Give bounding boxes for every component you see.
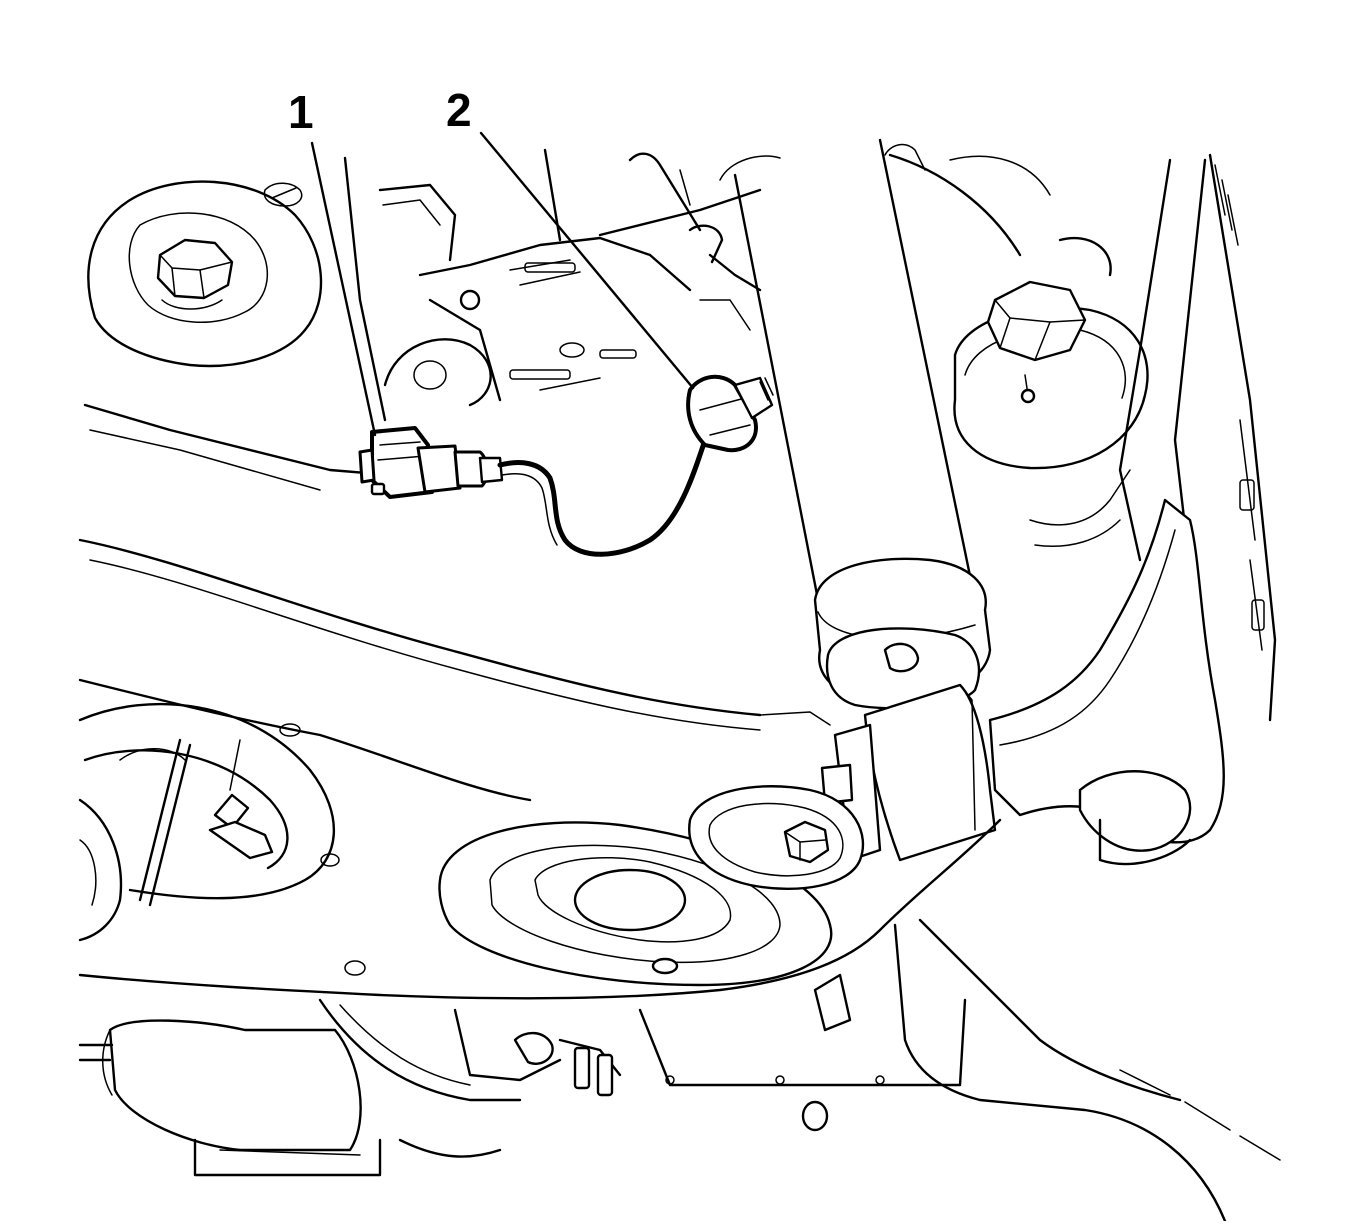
lower-right-frame [813,918,1281,1223]
right-bushing-assembly [888,153,1149,470]
upper-left-hex-bolt [156,238,234,310]
callout-2-label: 2 [446,84,472,136]
right-frame-rail [1118,153,1277,722]
lower-axle-assembly [78,998,967,1177]
background-frame-lines [78,148,781,731]
leader-line-2 [479,131,695,390]
lower-control-arm-right [988,469,1225,866]
sensor-connector [358,426,504,499]
callout-1-label: 1 [288,86,314,138]
main-subframe [78,678,1002,1000]
harness-retainer-clip [686,374,774,453]
left-lower-hub [78,702,335,942]
harness-wire [497,417,715,557]
shock-absorber [733,138,992,710]
callout-leaders [310,131,695,437]
leader-line-1 [310,141,377,437]
upper-left-mount-plate [87,180,323,368]
small-mount-with-nut [688,785,865,891]
